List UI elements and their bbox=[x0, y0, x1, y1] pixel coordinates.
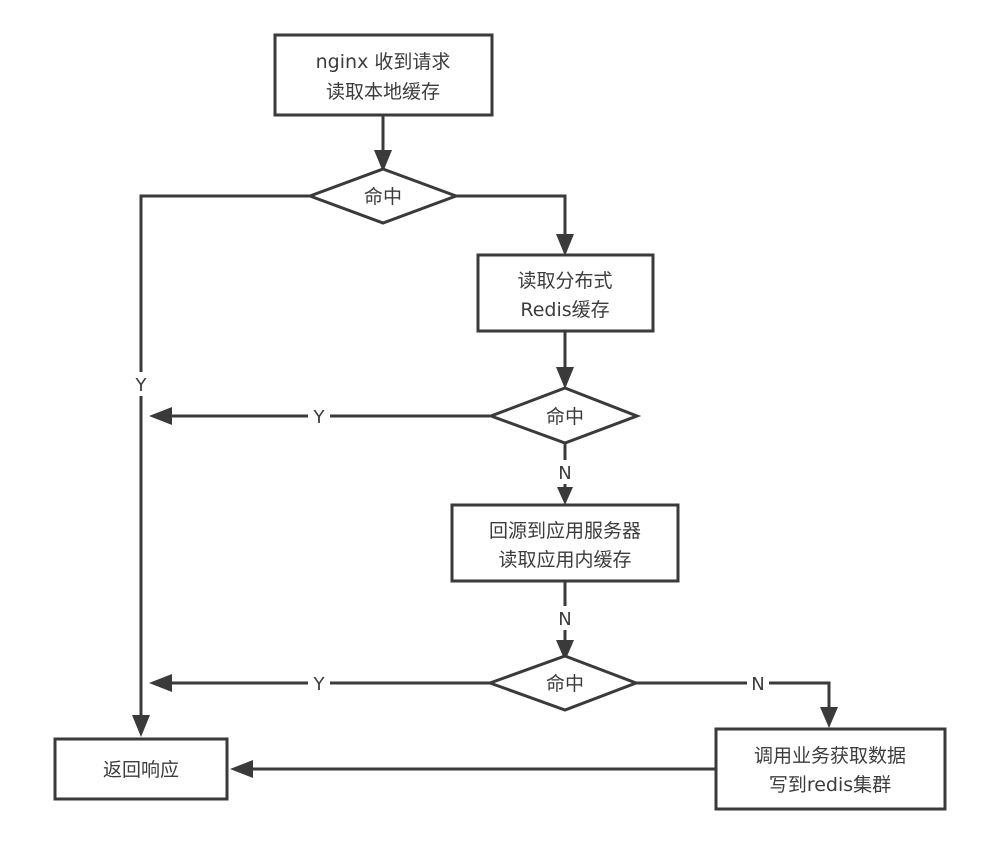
edge-app-to-hit3: N bbox=[554, 581, 576, 661]
arrowhead bbox=[149, 407, 172, 425]
arrowhead bbox=[149, 674, 172, 692]
node-hit1-label: 命中 bbox=[364, 186, 402, 208]
edge-hit3-to-fetch: N bbox=[636, 671, 838, 728]
edge-label-hit2-yes: Y bbox=[313, 407, 326, 428]
edge-label-hit2-no: N bbox=[558, 463, 571, 484]
edge-label-app-no: N bbox=[558, 609, 571, 630]
edge-hit1-to-response: Y bbox=[130, 194, 310, 737]
node-app-line-1: 回源到应用服务器 bbox=[489, 520, 641, 542]
arrowhead bbox=[556, 640, 574, 661]
node-hit1-decision: 命中 bbox=[305, 167, 461, 225]
edge-label-hit1-yes: Y bbox=[135, 375, 148, 396]
arrowhead bbox=[556, 234, 574, 256]
node-fetch-line-2: 写到redis集群 bbox=[769, 774, 891, 796]
arrowhead bbox=[820, 707, 838, 728]
node-hit2-label: 命中 bbox=[546, 406, 584, 428]
node-app: 回源到应用服务器 读取应用内缓存 bbox=[450, 503, 680, 583]
arrowhead bbox=[557, 487, 573, 505]
edge-hit3-to-response: Y bbox=[149, 671, 490, 695]
edge-hit1-to-redis bbox=[456, 194, 574, 256]
edge-label-hit3-yes: Y bbox=[313, 674, 326, 695]
node-response: 返回响应 bbox=[53, 737, 229, 801]
node-fetch-line-1: 调用业务获取数据 bbox=[754, 745, 906, 767]
node-redis-line-1: 读取分布式 bbox=[517, 270, 612, 292]
node-app-line-2: 读取应用内缓存 bbox=[498, 549, 631, 571]
arrowhead bbox=[230, 760, 253, 778]
node-redis-line-2: Redis缓存 bbox=[520, 299, 609, 321]
node-start-line-1: nginx 收到请求 bbox=[316, 51, 451, 73]
node-response-label: 返回响应 bbox=[103, 759, 179, 781]
node-hit3-label: 命中 bbox=[546, 673, 584, 695]
node-start: nginx 收到请求 读取本地缓存 bbox=[273, 33, 494, 117]
edge-label-hit3-no: N bbox=[751, 674, 764, 695]
edge-start-to-hit1 bbox=[374, 115, 392, 172]
arrowhead bbox=[556, 367, 574, 389]
edge-hit2-to-app: N bbox=[554, 443, 576, 505]
edge-hit2-to-response: Y bbox=[149, 404, 490, 428]
arrowhead bbox=[374, 150, 392, 172]
edge-redis-to-hit2 bbox=[556, 331, 574, 389]
arrowhead bbox=[132, 715, 150, 737]
node-hit3-decision: 命中 bbox=[485, 654, 641, 712]
node-redis: 读取分布式 Redis缓存 bbox=[476, 253, 655, 333]
node-start-line-2: 读取本地缓存 bbox=[326, 81, 440, 103]
node-hit2-decision: 命中 bbox=[486, 386, 642, 445]
node-fetch: 调用业务获取数据 写到redis集群 bbox=[714, 727, 947, 811]
edge-fetch-to-response bbox=[230, 760, 716, 778]
